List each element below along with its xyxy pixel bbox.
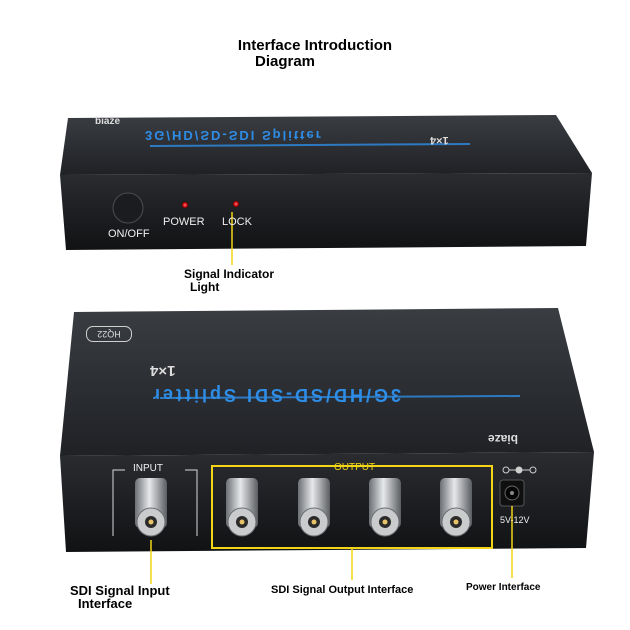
power-button[interactable] bbox=[112, 192, 144, 224]
front-brand-logo: biaze bbox=[95, 116, 121, 127]
front-model-banner: 3G/HD/SD-SDI Splitter bbox=[145, 128, 323, 143]
power-led bbox=[181, 201, 189, 209]
power-interface-callout: Power Interface bbox=[466, 582, 541, 593]
power-spec-label: 5V-12V bbox=[500, 515, 530, 525]
input-frame bbox=[112, 469, 125, 536]
bnc-output-2 bbox=[298, 478, 330, 537]
sdi-input-callout: SDI Signal Input Interface bbox=[70, 583, 170, 611]
on-off-label: ON/OFF bbox=[108, 228, 150, 240]
front-device bbox=[60, 115, 592, 250]
output-label: OUTPUT bbox=[334, 462, 376, 473]
back-device bbox=[60, 308, 594, 552]
input-label: INPUT bbox=[133, 463, 163, 474]
back-ratio-label: 1×4 bbox=[150, 362, 176, 379]
sdi-output-callout: SDI Signal Output Interface bbox=[271, 584, 414, 596]
bnc-input bbox=[135, 478, 167, 537]
back-brand-logo: biaze bbox=[488, 432, 519, 446]
front-ratio-label: 1×4 bbox=[430, 134, 449, 146]
bnc-output-4 bbox=[440, 478, 472, 537]
lock-led bbox=[232, 200, 240, 208]
dc-power-jack bbox=[499, 479, 525, 507]
bnc-output-1 bbox=[226, 478, 258, 537]
model-tag: HQ22 bbox=[86, 326, 132, 342]
back-banner-stripe bbox=[159, 395, 521, 399]
title-line1: Interface Introduction bbox=[237, 37, 393, 54]
signal-indicator-callout: Signal Indicator Light bbox=[184, 267, 275, 294]
back-model-banner: 3G/HD/SD-SDI Splitter bbox=[150, 385, 402, 405]
bnc-output-3 bbox=[369, 478, 401, 537]
polarity-icon bbox=[502, 466, 537, 474]
page-title: Interface Introduction Diagram bbox=[0, 38, 630, 70]
title-line2: Diagram bbox=[254, 53, 316, 70]
front-banner-stripe bbox=[149, 143, 471, 147]
lock-led-label: LOCK bbox=[222, 216, 252, 228]
power-led-label: POWER bbox=[163, 216, 205, 228]
